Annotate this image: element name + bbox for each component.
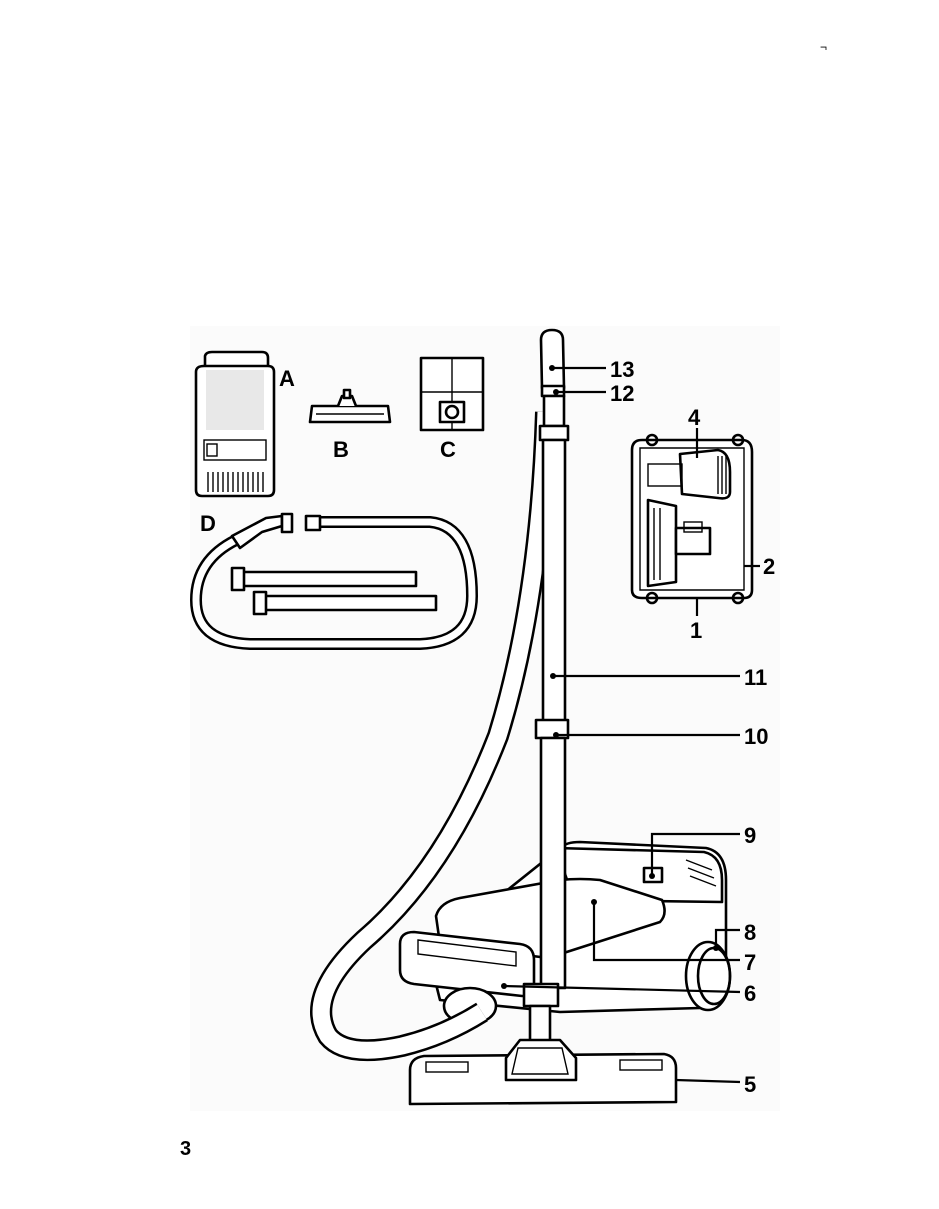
label-b: B [333,437,349,462]
callout-9: 9 [744,823,756,848]
label-c: C [440,437,456,462]
page-number: 3 [180,1138,191,1161]
label-d: D [200,511,216,536]
callout-12: 12 [610,381,634,406]
callout-11: 11 [744,665,767,690]
accessory-c-dust-bag [421,358,483,430]
callout-7: 7 [744,950,756,975]
callout-13: 13 [610,357,634,382]
callout-1: 1 [690,618,702,643]
callout-8: 8 [744,920,756,945]
accessory-a-bag-box [196,352,274,496]
callout-2: 2 [763,554,775,579]
callout-4: 4 [688,405,701,430]
label-a: A [279,366,295,391]
callout-6: 6 [744,981,756,1006]
callout-10: 10 [744,724,768,749]
callout-5: 5 [744,1072,756,1097]
tool-holder-with-brushes [632,435,752,603]
